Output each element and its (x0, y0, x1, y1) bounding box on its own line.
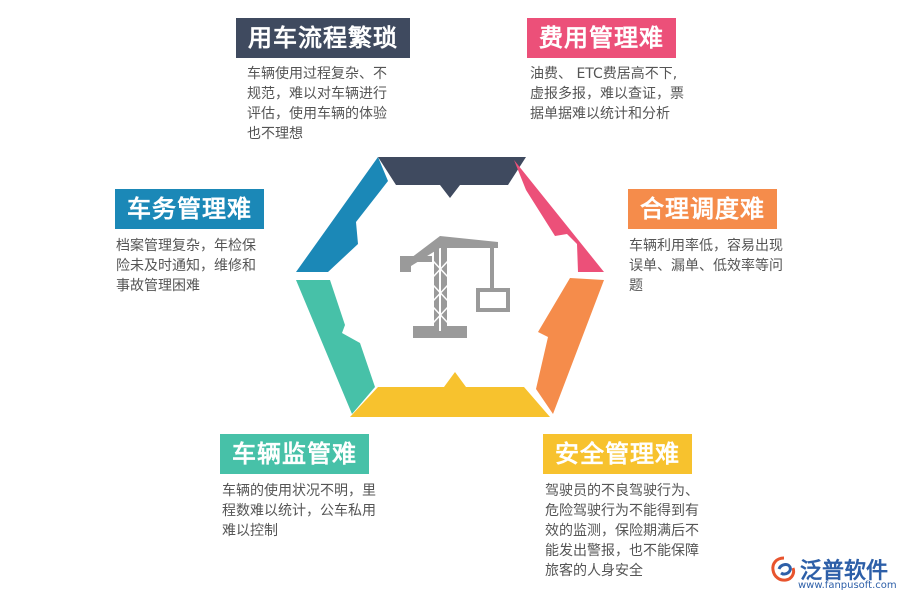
desc-line: 误单、漏单、低效率等问 (629, 258, 783, 274)
desc-line: 险未及时通知，维修和 (116, 258, 256, 274)
desc-line: 难以控制 (222, 523, 278, 539)
segment-bottom (350, 372, 550, 417)
desc-line: 能发出警报，也不能保障 (545, 543, 699, 559)
title-right: 合理调度难 (628, 189, 777, 229)
desc-line: 程数难以统计，公车私用 (222, 503, 376, 519)
desc-line: 虚报多报，难以查证，票 (530, 86, 684, 102)
desc-line: 题 (629, 278, 643, 294)
title-lower-left: 车辆监管难 (220, 434, 369, 474)
desc-line: 档案管理复杂，年检保 (116, 238, 256, 254)
desc-lower-left: 车辆的使用状况不明，里 程数难以统计，公车私用 难以控制 (222, 481, 376, 541)
fanpu-logo-icon (771, 556, 796, 582)
desc-line: 车辆使用过程复杂、不 (247, 66, 387, 82)
desc-line: 评估，使用车辆的体验 (247, 106, 387, 122)
desc-line: 车辆的使用状况不明，里 (222, 483, 376, 499)
logo-name: 泛普软件 (800, 559, 889, 584)
title-left: 车务管理难 (115, 189, 264, 229)
segment-lower-left (296, 280, 375, 414)
segment-upper-right (514, 160, 604, 272)
segment-left (296, 157, 388, 272)
desc-line: 危险驾驶行为不能得到有 (545, 503, 699, 519)
title-upper-right: 费用管理难 (527, 18, 676, 58)
desc-right: 车辆利用率低，容易出现 误单、漏单、低效率等问 题 (629, 236, 783, 296)
logo-url: www.fanpusoft.com (798, 580, 897, 591)
desc-line: 也不理想 (247, 126, 303, 142)
desc-line: 油费、 ETC费居高不下, (530, 66, 678, 82)
desc-line: 效的监测，保险期满后不 (545, 523, 699, 539)
brand-logo: 泛普软件 www.fanpusoft.com (770, 553, 897, 598)
desc-line: 规范，难以对车辆进行 (247, 86, 387, 102)
desc-top: 车辆使用过程复杂、不 规范，难以对车辆进行 评估，使用车辆的体验 也不理想 (247, 64, 387, 144)
segment-right (536, 278, 604, 414)
crane-icon (400, 236, 510, 338)
desc-upper-right: 油费、 ETC费居高不下, 虚报多报，难以查证，票 据单据难以统计和分析 (530, 64, 684, 124)
title-bottom: 安全管理难 (543, 434, 692, 474)
desc-line: 旅客的人身安全 (545, 563, 643, 579)
desc-bottom: 驾驶员的不良驾驶行为、 危险驾驶行为不能得到有 效的监测，保险期满后不 能发出警… (545, 481, 699, 581)
desc-line: 据单据难以统计和分析 (530, 106, 670, 122)
desc-line: 事故管理困难 (116, 278, 200, 294)
desc-line: 驾驶员的不良驾驶行为、 (545, 483, 699, 499)
desc-line: 车辆利用率低，容易出现 (629, 238, 783, 254)
title-top: 用车流程繁琐 (236, 18, 410, 58)
segment-top (378, 157, 526, 198)
desc-left: 档案管理复杂，年检保 险未及时通知，维修和 事故管理困难 (116, 236, 256, 296)
